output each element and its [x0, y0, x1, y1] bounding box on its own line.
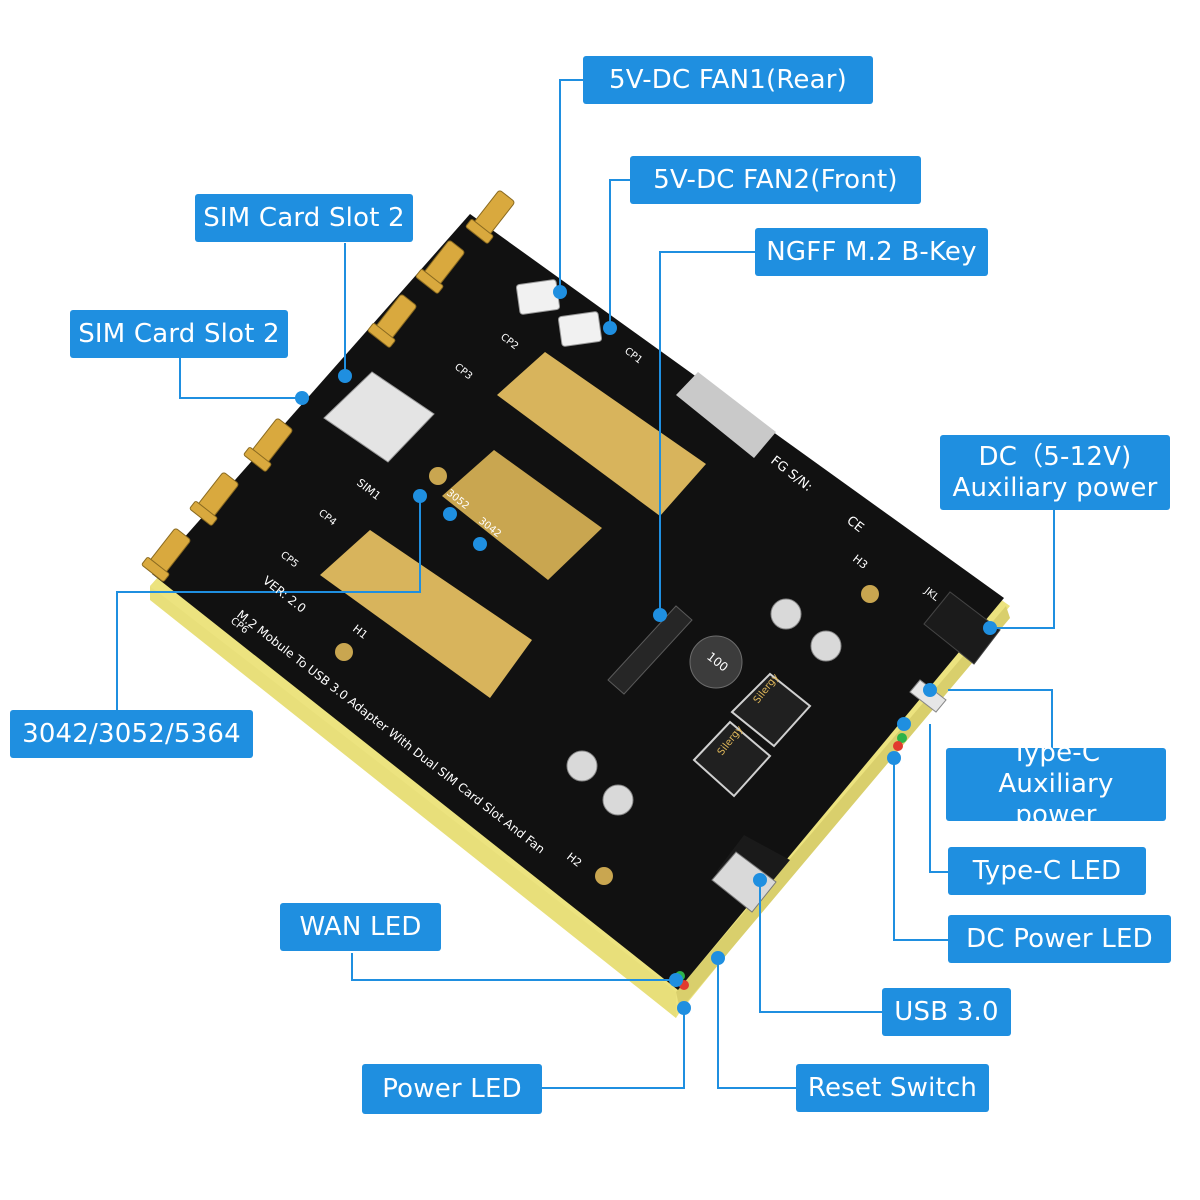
callout-ngff: NGFF M.2 B-Key: [755, 228, 988, 276]
callout-module-sizes: 3042/3052/5364: [10, 710, 253, 758]
callout-wan-led-text: WAN LED: [299, 911, 422, 942]
fan-connectors: [515, 279, 603, 347]
callout-wan-led: WAN LED: [280, 903, 441, 951]
callout-dc-aux: DC（5-12V) Auxiliary power: [940, 435, 1170, 510]
callout-usb3-text: USB 3.0: [894, 996, 999, 1027]
callout-sim2-top-text: SIM Card Slot 2: [203, 202, 405, 233]
callout-typec-line2: Auxiliary power: [998, 769, 1114, 830]
callout-sim2-left-text: SIM Card Slot 2: [78, 318, 280, 349]
leader-dots: [295, 285, 997, 1015]
callout-dc-power-led-text: DC Power LED: [966, 923, 1153, 954]
mounting-holes: [335, 467, 879, 885]
heat-pad-lower: [320, 530, 532, 698]
antenna-connectors: [141, 190, 515, 582]
callout-sim2-top: SIM Card Slot 2: [195, 194, 413, 242]
heat-pad-upper: [497, 352, 706, 516]
capacitors: [566, 598, 842, 816]
callout-reset-switch: Reset Switch: [796, 1064, 989, 1112]
callout-typec-line1: Type-C: [1011, 738, 1101, 768]
dc-jack: [923, 591, 1001, 665]
m2-connector: [607, 605, 693, 695]
callout-power-led: Power LED: [362, 1064, 542, 1114]
callout-module-sizes-text: 3042/3052/5364: [22, 718, 241, 749]
callout-fan1-text: 5V-DC FAN1(Rear): [609, 64, 847, 95]
callout-dc-line1: DC（5-12V): [978, 441, 1132, 472]
board-edge-bottom: [150, 586, 676, 1018]
callout-typec-led-text: Type-C LED: [972, 855, 1122, 886]
callout-fan1: 5V-DC FAN1(Rear): [583, 56, 873, 104]
sim-slot: [323, 371, 435, 463]
callout-dc-line2: Auxiliary power: [952, 472, 1158, 503]
callout-typec-led: Type-C LED: [948, 847, 1146, 895]
callout-reset-switch-text: Reset Switch: [807, 1072, 978, 1103]
callout-usb3: USB 3.0: [882, 988, 1011, 1036]
heat-pad-center: [442, 450, 602, 580]
leader-lines: [116, 79, 1055, 1089]
inductor: [689, 635, 743, 689]
callout-fan2-text: 5V-DC FAN2(Front): [653, 164, 898, 195]
callout-ngff-text: NGFF M.2 B-Key: [766, 236, 977, 267]
callout-fan2: 5V-DC FAN2(Front): [630, 156, 921, 204]
callout-dc-power-led: DC Power LED: [948, 915, 1171, 963]
callout-power-led-text: Power LED: [382, 1073, 522, 1104]
sn-label-area: [676, 372, 776, 458]
callout-typec-aux: Type-C Auxiliary power: [946, 738, 1166, 830]
ic-chips: [692, 672, 812, 798]
callout-sim2-left: SIM Card Slot 2: [70, 310, 288, 358]
